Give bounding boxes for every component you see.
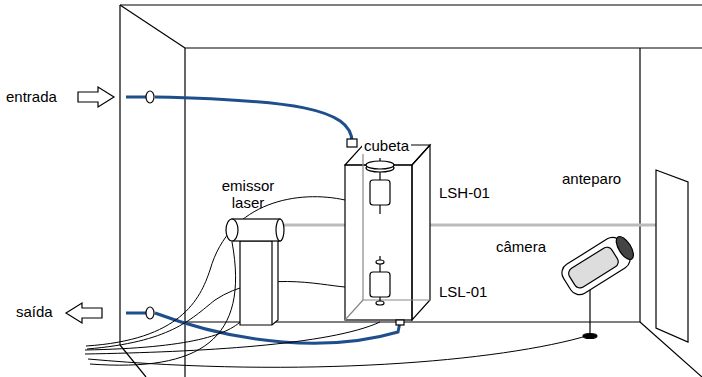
screen — [656, 170, 688, 342]
camera — [558, 230, 639, 338]
flow-arrows — [66, 87, 114, 323]
sensor-tag: LSH-01 — [437, 184, 492, 201]
laser-emitter — [226, 219, 284, 325]
outlet-label: saída — [14, 303, 55, 320]
laser-beam — [282, 224, 688, 227]
part-label: emissor laser — [215, 177, 281, 212]
part-label: câmera — [494, 238, 548, 255]
part-label: anteparo — [560, 170, 623, 187]
sensor-tag: LSL-01 — [437, 283, 489, 300]
fittings — [146, 91, 154, 319]
cuvette — [345, 139, 430, 325]
cable-bundle — [85, 197, 590, 368]
room-outline — [120, 5, 702, 377]
part-label: cubeta — [362, 137, 411, 154]
inlet-label: entrada — [4, 88, 59, 105]
